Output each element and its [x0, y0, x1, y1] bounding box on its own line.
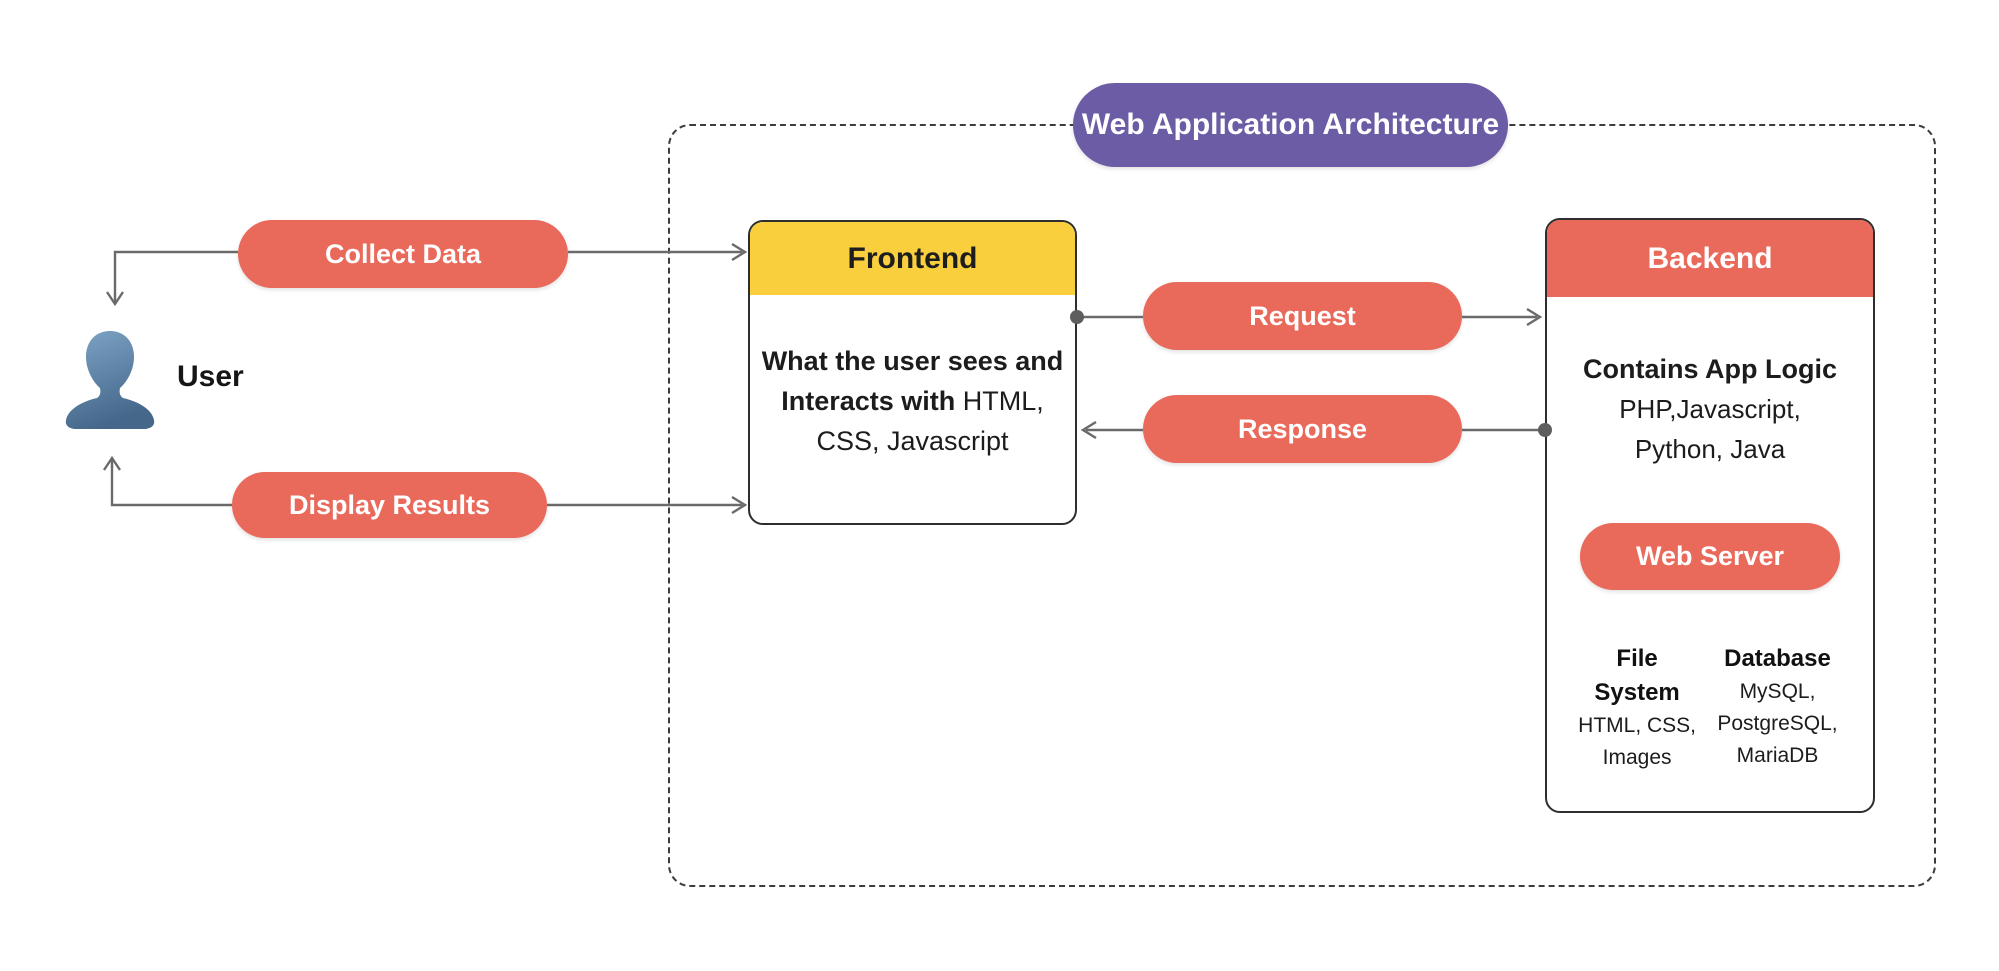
collect-data-to-user-arrow: [106, 250, 238, 307]
database-line: PostgreSQL,: [1717, 712, 1838, 735]
frontend-header: Frontend: [750, 222, 1075, 295]
frontend-description: What the user sees and Interacts with HT…: [750, 295, 1075, 461]
diagram-title-label: Web Application Architecture: [1081, 108, 1500, 141]
backend-logic-line: Python, Java: [1634, 434, 1786, 464]
frontend-description-line: CSS, Javascript: [816, 426, 1009, 456]
backend-header: Backend: [1547, 220, 1873, 297]
frontend-node: Frontend What the user sees and Interact…: [748, 220, 1077, 525]
person-silhouette-icon: [65, 331, 155, 429]
response-pill: Response: [1143, 395, 1462, 463]
user-label: User: [177, 360, 244, 393]
backend-logic: Contains App Logic PHP,Javascript, Pytho…: [1547, 297, 1873, 469]
web-server-pill: Web Server: [1580, 523, 1840, 590]
frontend-title: Frontend: [847, 241, 978, 275]
collect-data-pill: Collect Data: [238, 220, 568, 288]
file-system-column: File System HTML, CSS, Images: [1575, 642, 1699, 774]
display-results-to-user-arrow: [103, 455, 232, 507]
database-line: MariaDB: [1736, 744, 1819, 767]
backend-title: Backend: [1647, 241, 1773, 275]
database-title: Database: [1724, 645, 1831, 672]
collect-data-label: Collect Data: [324, 238, 482, 269]
backend-logic-title: Contains App Logic: [1583, 354, 1837, 384]
frontend-description-line: What the user sees and: [761, 346, 1064, 376]
request-pill: Request: [1143, 282, 1462, 350]
frontend-description-line: Interacts with HTML,: [781, 386, 1044, 416]
database-line: MySQL,: [1739, 680, 1816, 703]
display-results-pill: Display Results: [232, 472, 547, 538]
database-column: Database MySQL, PostgreSQL, MariaDB: [1710, 642, 1845, 774]
request-label: Request: [1249, 300, 1356, 331]
diagram-title: Web Application Architecture: [1073, 83, 1508, 167]
backend-body: Contains App Logic PHP,Javascript, Pytho…: [1547, 297, 1873, 774]
display-results-label: Display Results: [288, 489, 491, 520]
file-system-title: File System: [1594, 645, 1680, 706]
user-icon: [62, 327, 158, 430]
file-system-line: Images: [1602, 746, 1672, 769]
file-system-line: HTML, CSS,: [1578, 714, 1697, 737]
backend-storage-columns: File System HTML, CSS, Images Database M…: [1547, 642, 1873, 774]
web-server-label: Web Server: [1635, 541, 1785, 571]
backend-logic-line: PHP,Javascript,: [1619, 394, 1801, 424]
response-label: Response: [1237, 413, 1368, 444]
backend-node: Backend Contains App Logic PHP,Javascrip…: [1545, 218, 1875, 813]
